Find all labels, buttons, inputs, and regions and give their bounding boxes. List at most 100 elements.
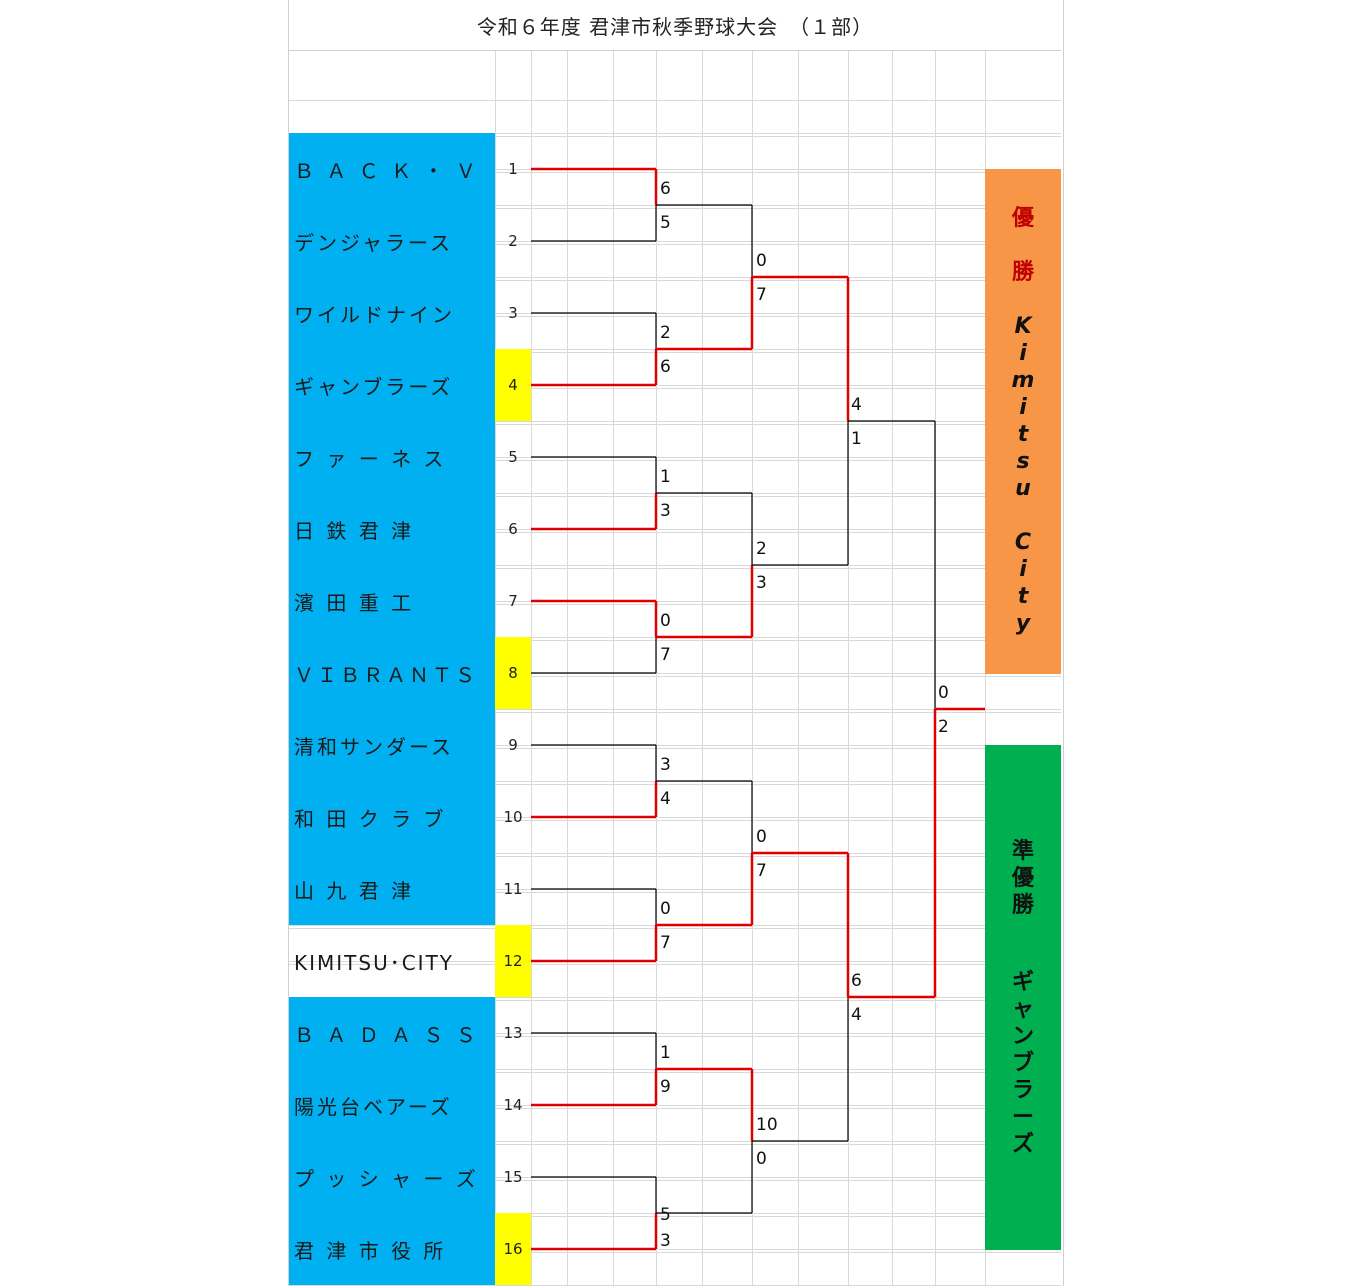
seed-number: 12 [495,925,531,997]
team-name: ギャンブラーズ [294,374,454,399]
seed-number: 10 [503,808,523,826]
grid-vline [567,50,568,1286]
team-name-cell: デンジャラース [289,205,495,277]
grid-hline [289,1000,1061,1001]
grid-vline [892,50,893,1286]
grid-hline [289,784,1061,785]
team-name-cell: フ ァ ー ネ ス [289,421,495,493]
grid-hline [289,997,1061,998]
seed-number: 5 [508,448,518,466]
seed-number: 9 [508,736,518,754]
grid-hline [289,568,1061,569]
round1-score-bottom: 5 [660,1205,671,1225]
round2-score-bottom: 3 [756,573,767,593]
round1-score-top: 6 [660,179,671,199]
grid-hline [289,604,1061,605]
round1-score-top: 3 [660,755,671,775]
team-name-cell: ワイルドナイン [289,277,495,349]
grid-hline [289,1252,1061,1253]
grid-vline [531,50,532,1286]
team-name: ワイルドナイン [294,302,455,327]
grid-vline [798,50,799,1286]
seed-number: 11 [503,880,523,898]
round2-score-bottom: 0 [756,1149,767,1169]
grid-hline [289,280,1061,281]
grid-hline [289,1180,1061,1181]
team-name-cell: 和 田 ク ラ ブ [289,781,495,853]
grid-hline [289,892,1061,893]
team-name: ＶＩＢＲＡＮＴＳ [294,662,478,687]
team-name: 清和サンダース [294,734,454,759]
grid-hline [289,385,1061,386]
grid-vline [752,50,753,1286]
final-score-top: 0 [938,683,949,703]
grid-hline [289,1144,1061,1145]
runner-up-text: 準優勝ギャンブラーズ [985,838,1061,1158]
round1-score-top: 1 [660,467,671,487]
grid-hline [289,676,1061,677]
grid-hline [289,424,1061,425]
team-name: Ｂ Ａ Ｄ Ａ Ｓ Ｓ [294,1022,479,1047]
grid-hline [289,709,1061,710]
team-name-cell: 山 九 君 津 [289,853,495,925]
grid-hline [289,133,1061,134]
round1-score-top: 1 [660,1043,671,1063]
team-name-cell: プ ッ シ ャ ー ズ [289,1141,495,1213]
seed-number: 7 [508,592,518,610]
grid-hline [289,1177,1061,1178]
grid-vline [613,50,614,1286]
grid-hline [289,136,1061,137]
round2-score-top: 0 [756,251,767,271]
team-name-cell: 陽光台ベアーズ [289,1069,495,1141]
grid-hline [289,1108,1061,1109]
round2-score-bottom: 7 [756,861,767,881]
grid-hline [289,460,1061,461]
grid-hline [289,601,1061,602]
team-name: 山 九 君 津 [294,878,415,903]
team-name: デンジャラース [294,230,453,255]
round1-score-bottom: 3 [660,1231,671,1251]
seed-number: 16 [495,1213,531,1285]
grid-hline [289,820,1061,821]
team-name-cell: 清和サンダース [289,709,495,781]
round1-score-bottom: 7 [660,645,671,665]
round2-score-top: 2 [756,539,767,559]
grid-hline [289,673,1061,674]
panel-team: ギャンブラーズ [1011,970,1034,1157]
page-title: 令和６年度 君津市秋季野球大会 （１部） [289,0,1061,51]
seed-number: 1 [508,160,518,178]
seed-number: 8 [495,637,531,709]
winner-panel [985,169,1061,674]
grid-hline [289,640,1061,641]
grid-hline [289,712,1061,713]
team-name-cell: 濱 田 重 工 [289,565,495,637]
seed-number: 3 [508,304,518,322]
grid-hline [289,421,1061,422]
round1-score-bottom: 6 [660,357,671,377]
team-name-cell: KIMITSU･CITY [289,925,495,997]
semi-score-bottom: 4 [851,1005,862,1025]
grid-hline [289,961,1061,962]
grid-hline [289,889,1061,890]
round2-score-top: 0 [756,827,767,847]
team-name-cell: Ｂ Ａ Ｃ Ｋ ・ Ｖ [289,133,495,205]
team-name-cell: 日 鉄 君 津 [289,493,495,565]
team-name: フ ァ ー ネ ス [294,446,447,471]
grid-hline [289,964,1061,965]
team-name-cell: 君 津 市 役 所 [289,1213,495,1285]
seed-number: 13 [503,1024,523,1042]
team-name-cell: ギャンブラーズ [289,349,495,421]
grid-hline [289,1033,1061,1034]
grid-hline [289,532,1061,533]
grid-hline [289,457,1061,458]
grid-hline [289,928,1061,929]
grid-hline [289,277,1061,278]
team-name: 和 田 ク ラ ブ [294,806,447,831]
panel-label: 準優勝 [1011,839,1034,918]
grid-hline [289,316,1061,317]
panel-label: 優勝 [1011,206,1034,285]
grid-hline [289,817,1061,818]
